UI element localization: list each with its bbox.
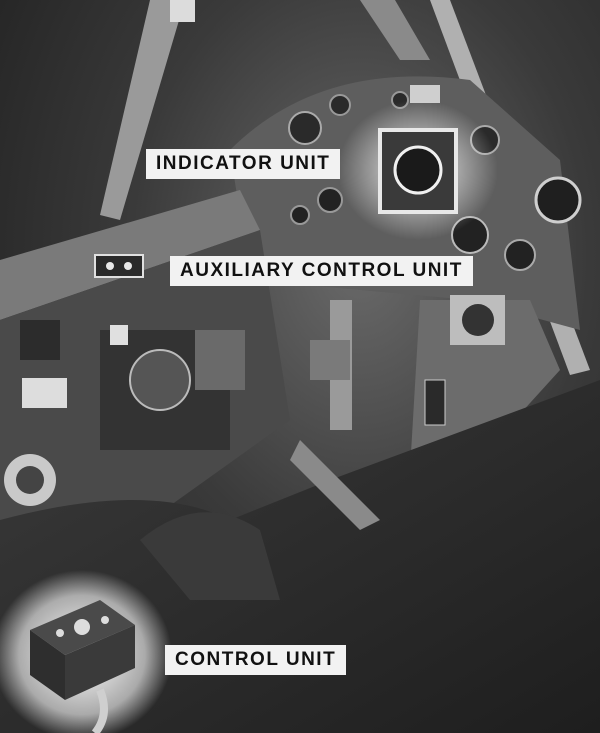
- control-unit-label: CONTROL UNIT: [165, 645, 347, 675]
- control-stick: [310, 300, 352, 430]
- throttle-quadrant: [100, 325, 245, 450]
- auxiliary-control-unit: [94, 254, 144, 278]
- control-unit: [0, 570, 172, 733]
- auxiliary-control-unit-label: AUXILIARY CONTROL UNIT: [170, 256, 473, 286]
- indicator-unit-label: INDICATOR UNIT: [146, 149, 341, 179]
- right-console: [410, 295, 560, 480]
- indicator-unit: [338, 100, 498, 240]
